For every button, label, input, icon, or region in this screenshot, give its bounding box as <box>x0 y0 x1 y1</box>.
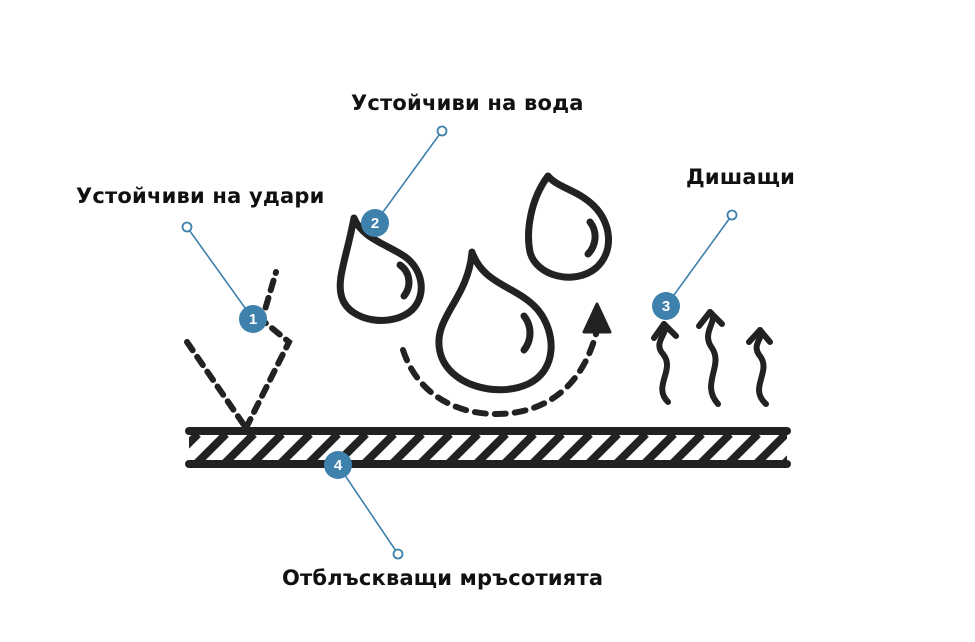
marker-3: 3 <box>652 292 680 320</box>
small-drop-right <box>525 172 612 281</box>
marker-2-number: 2 <box>371 215 379 232</box>
water-runoff-arrow <box>400 302 612 418</box>
fabric-layer <box>185 427 791 468</box>
fabric-hatching <box>189 434 787 464</box>
impact-ricochet-icon <box>184 269 293 431</box>
water-drops-icon <box>336 172 612 394</box>
marker-1: 1 <box>239 305 267 333</box>
breathable-arrows-icon <box>651 309 773 407</box>
impact-resistant-label: Устойчиви на удари <box>76 184 325 208</box>
breathable-label: Дишащи <box>686 165 796 189</box>
arrow-head-icon <box>582 302 612 334</box>
marker-4-number: 4 <box>334 457 343 474</box>
marker-3-number: 3 <box>662 298 670 315</box>
dirt-repellent-label: Отблъскващи мръсотията <box>282 566 604 590</box>
large-drop-center <box>435 248 555 394</box>
small-drop-left <box>336 214 425 324</box>
leader-lines <box>186 130 733 555</box>
water-resistant-label: Устойчиви на вода <box>351 91 584 115</box>
leader-end-dots <box>181 125 738 560</box>
marker-2: 2 <box>361 209 389 237</box>
marker-1-number: 1 <box>249 311 257 328</box>
marker-4: 4 <box>324 451 352 479</box>
